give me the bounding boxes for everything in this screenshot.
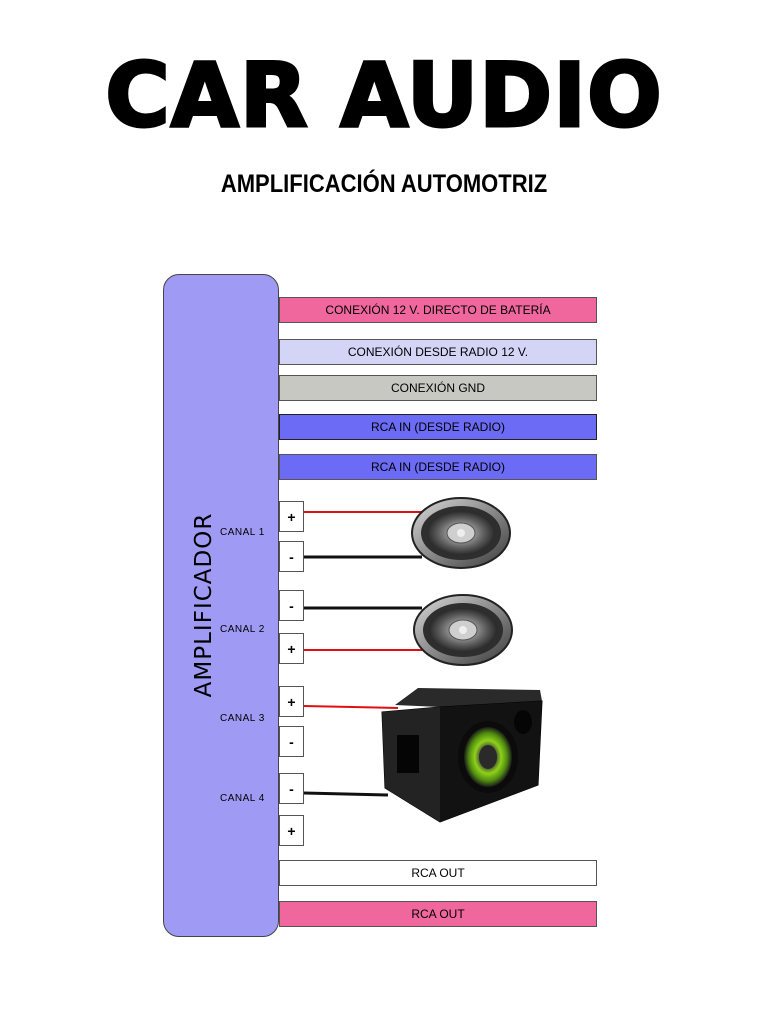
channel-2-terminal-positive: + bbox=[279, 633, 304, 664]
amplifier-block bbox=[163, 274, 279, 937]
channel-2-label: CANAL 2 bbox=[220, 624, 265, 635]
subwoofer-box-icon bbox=[381, 688, 543, 823]
page-title: CAR AUDIO bbox=[104, 44, 664, 147]
channel-4-terminal-negative: - bbox=[279, 773, 304, 804]
channel-3-terminal-positive: + bbox=[279, 686, 304, 717]
channel-4-terminal-positive: + bbox=[279, 815, 304, 846]
channel-2-terminal-negative: - bbox=[279, 590, 304, 621]
channel-1-terminal-positive: + bbox=[279, 501, 304, 532]
channel-4-label: CANAL 4 bbox=[220, 793, 265, 804]
bar-rca-out-1: RCA OUT bbox=[279, 860, 597, 886]
bar-rca-in-2: RCA IN (DESDE RADIO) bbox=[279, 454, 597, 480]
speaker-2-icon bbox=[413, 594, 513, 666]
channel-3-terminal-negative: - bbox=[279, 726, 304, 757]
wire-ch4-negative bbox=[303, 791, 389, 797]
wire-ch3-positive bbox=[303, 705, 399, 709]
bar-12v-battery: CONEXIÓN 12 V. DIRECTO DE BATERÍA bbox=[279, 297, 597, 323]
channel-1-terminal-negative: - bbox=[279, 541, 304, 572]
bar-radio-12v: CONEXIÓN DESDE RADIO 12 V. bbox=[279, 339, 597, 365]
bar-rca-in-1: RCA IN (DESDE RADIO) bbox=[279, 414, 597, 440]
channel-1-label: CANAL 1 bbox=[220, 527, 265, 538]
page-subtitle: AMPLIFICACIÓN AUTOMOTRIZ bbox=[220, 170, 548, 198]
channel-3-label: CANAL 3 bbox=[220, 713, 265, 724]
bar-gnd: CONEXIÓN GND bbox=[279, 375, 597, 401]
bar-rca-out-2: RCA OUT bbox=[279, 901, 597, 927]
speaker-1-icon bbox=[411, 497, 511, 569]
